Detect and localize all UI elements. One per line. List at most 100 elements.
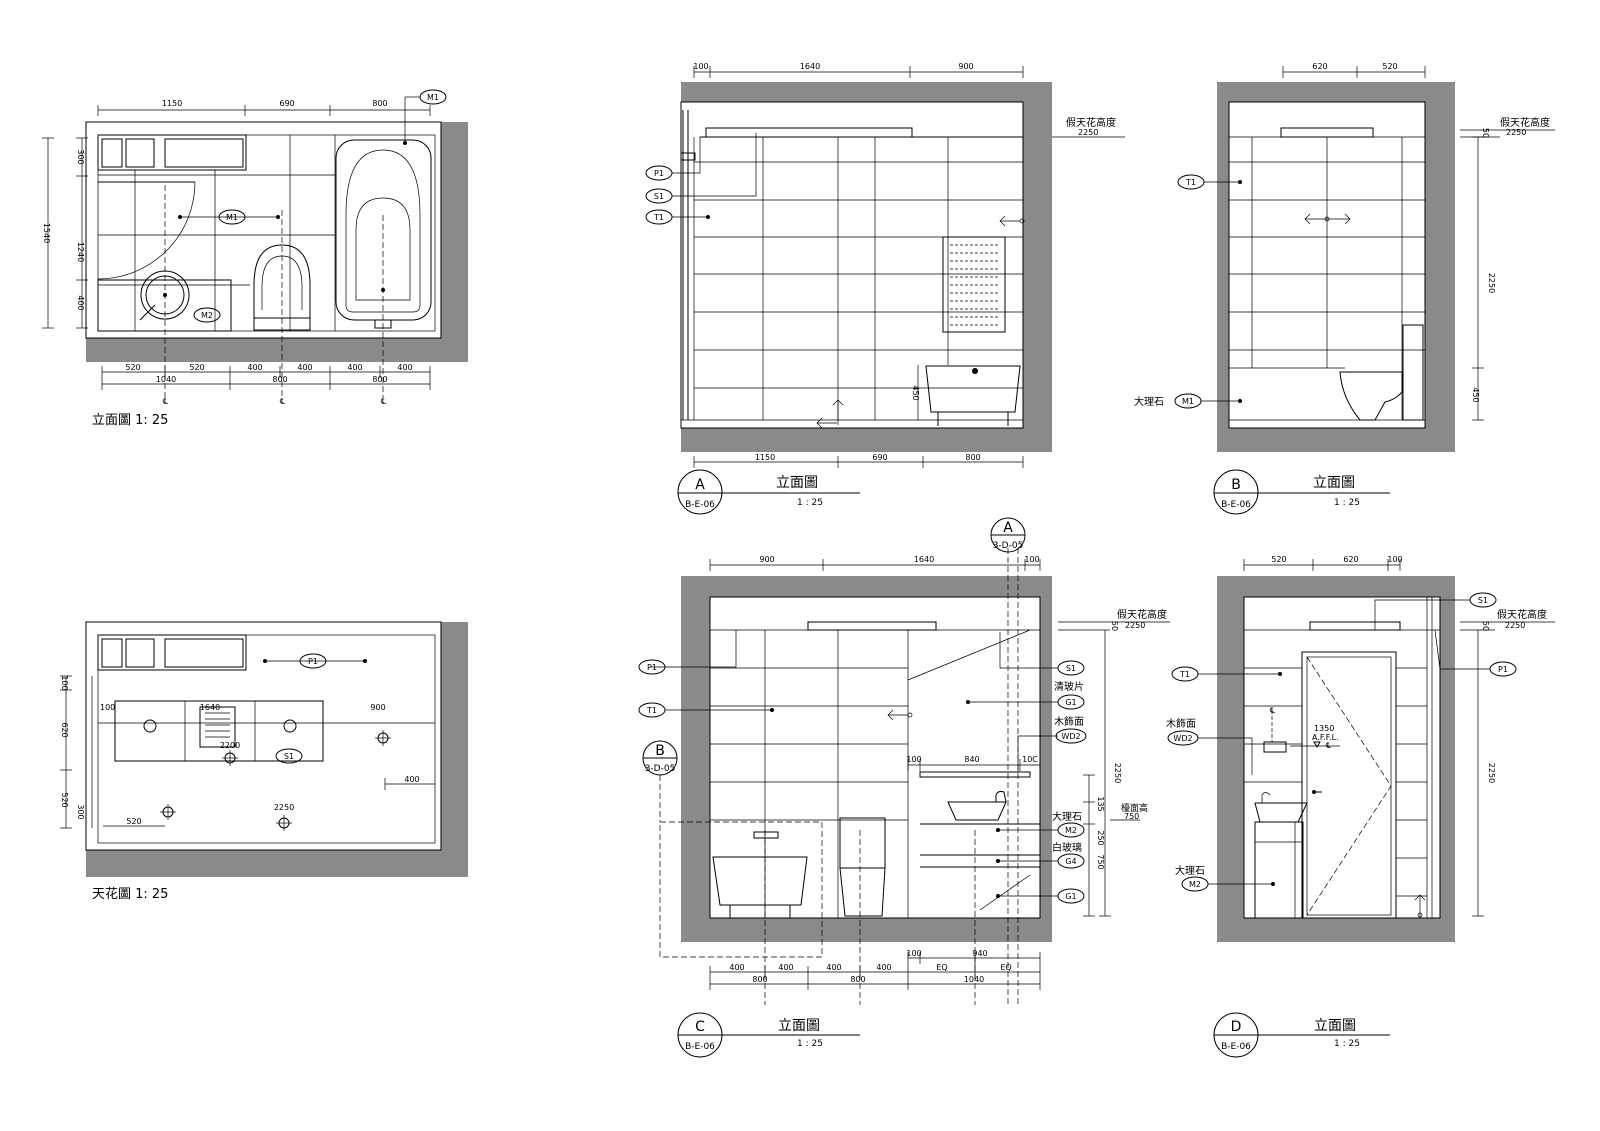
marble-label: 大理石 [1052,810,1082,823]
plan-dim: 800 [372,375,387,384]
elev-d-vanity [1254,821,1304,919]
tag-p1-text: P1 [647,663,657,672]
tag-s1-text: S1 [654,192,664,201]
elev-b-toilet [1402,324,1424,421]
elevation-d: ℄ 1350 A.F.F.L. ℄ S1 T1 P1 木飾面 WD2 大理石 M… [1166,555,1555,1058]
floor-plan: ℄ ℄ ℄ M1 M1 M2 1150 690 800 300 1540 124… [42,89,468,428]
elev-c-dim: 840 [964,755,979,764]
ceiling-light-icon [276,815,292,831]
ceiling-dim: 620 [60,722,69,737]
ceiling-height-label: 假天花高度 [1497,608,1547,621]
marble-label: 大理石 [1175,864,1205,877]
elev-c-bathtub [712,856,808,906]
wood-label: 木飾面 [1166,717,1196,730]
elev-c-dim: 400 [826,963,841,972]
tag-t1 [1177,174,1205,190]
elev-c-bottom-dim-line [709,952,1041,990]
elev-a-dim: 690 [872,453,887,462]
clear-glass-label: 清玻片 [1054,680,1084,693]
elev-a-letter: A [695,477,705,493]
tag-m1 [419,89,447,105]
cl-mark: ℄ [381,397,387,406]
plan-left-dim-line [42,137,88,329]
elev-c-letter: C [695,1019,705,1035]
cl-mark: ℄ [280,397,286,406]
tag-m1-text: M1 [1182,397,1194,406]
elev-b-dim: 50 [1481,128,1490,138]
elev-c-dim: 100 [906,755,921,764]
ceiling-dim: 2250 [274,803,294,812]
elev-b-letter: B [1231,477,1241,493]
tag-s1 [275,748,303,764]
plan-top-dim-line [97,105,431,116]
elev-d-letter: D [1231,1019,1242,1035]
elev-a-dim: 100 [693,62,708,71]
ceiling-height-value: 2250 [1505,621,1525,630]
elevation-a: P1 S1 T1 假天花高度 2250 450 100 1640 900 115… [645,62,1125,515]
tag-t1 [638,702,666,718]
tag-p1-text: P1 [654,169,664,178]
elev-c-dim: 1640 [914,555,934,564]
tag-t1-text: T1 [646,706,657,715]
elev-d-door [1301,651,1397,919]
tag-g1 [1057,888,1085,904]
elev-c-dim: EQ [1000,963,1011,972]
tag-g1-text: G1 [1065,892,1076,901]
tag-p1-text: P1 [308,657,318,666]
elev-c-dim: 10C [1022,755,1038,764]
elevation-c: A 3-D-05 B 3-D-05 P1 T1 S1 清玻片 G1 木飾面 WD… [638,517,1170,1058]
ceiling-height-value: 2250 [1078,128,1098,137]
elev-c-dim: EQ [936,963,947,972]
ceiling-height-label: 假天花高度 [1117,608,1167,621]
elev-d-dim: 520 [1271,555,1286,564]
cl-mark: ℄ [1270,706,1276,715]
elev-c-top-dim-line [709,559,1041,571]
tag-m2-text: M2 [201,311,213,320]
cl-mark: ℄ [1326,741,1332,750]
plan-dim: 690 [279,99,294,108]
ceiling-dim: 900 [370,703,385,712]
plan-dim: 1040 [156,375,176,384]
elev-c-dim: 135 [1096,796,1105,811]
plan-dim: 520 [125,363,140,372]
switch-height: 1350 [1314,724,1334,733]
ceiling-cabinets [97,634,247,671]
tag-m2-text: M2 [1065,826,1077,835]
plan-dim: 1540 [42,223,51,243]
tag-m1 [218,209,246,225]
elev-c-dim: 400 [876,963,891,972]
ceiling-dim: 400 [404,775,419,784]
tag-s1 [645,188,673,204]
plan-dim: 400 [397,363,412,372]
tag-m2 [193,307,221,323]
elev-b-scale: 1 : 25 [1334,498,1360,508]
elev-d-dim: 100 [1387,555,1402,564]
plan-inner-wall [97,134,436,332]
downlight-icon [143,719,157,733]
elev-a-room [680,101,1024,429]
ceiling-height-label: 假天花高度 [1066,116,1116,129]
elev-b-title-bubble [1213,469,1259,515]
section-a-letter: A [1003,520,1013,536]
elev-b-title: 立面圖 [1313,475,1355,491]
ceiling-height-value: 2250 [1506,128,1526,137]
ceiling-left-dim-line [60,675,93,829]
elevation-b: T1 M1 大理石 620 520 假天花高度 2250 50 2250 450… [1134,62,1555,515]
tag-p1 [638,659,666,675]
elev-c-room [709,596,1041,919]
tag-g4 [1057,853,1085,869]
plan-vanity [97,279,232,332]
plan-caption: 立面圖 1: 25 [92,413,168,428]
tag-t1-text: T1 [1185,178,1196,187]
elev-c-dim: 900 [759,555,774,564]
plan-dim: 400 [297,363,312,372]
wood-label: 木飾面 [1054,715,1084,728]
ceiling-plan: 100 1640 900 2200 2250 400 520 P1 S1 100… [60,621,468,902]
tag-g4-text: G4 [1065,857,1076,866]
tag-s1-text: S1 [1066,664,1076,673]
white-glass-label: 白玻璃 [1052,841,1082,854]
elev-c-title: 立面圖 [778,1018,820,1034]
elev-a-dim: 1640 [800,62,820,71]
elev-c-dim: 940 [972,949,987,958]
